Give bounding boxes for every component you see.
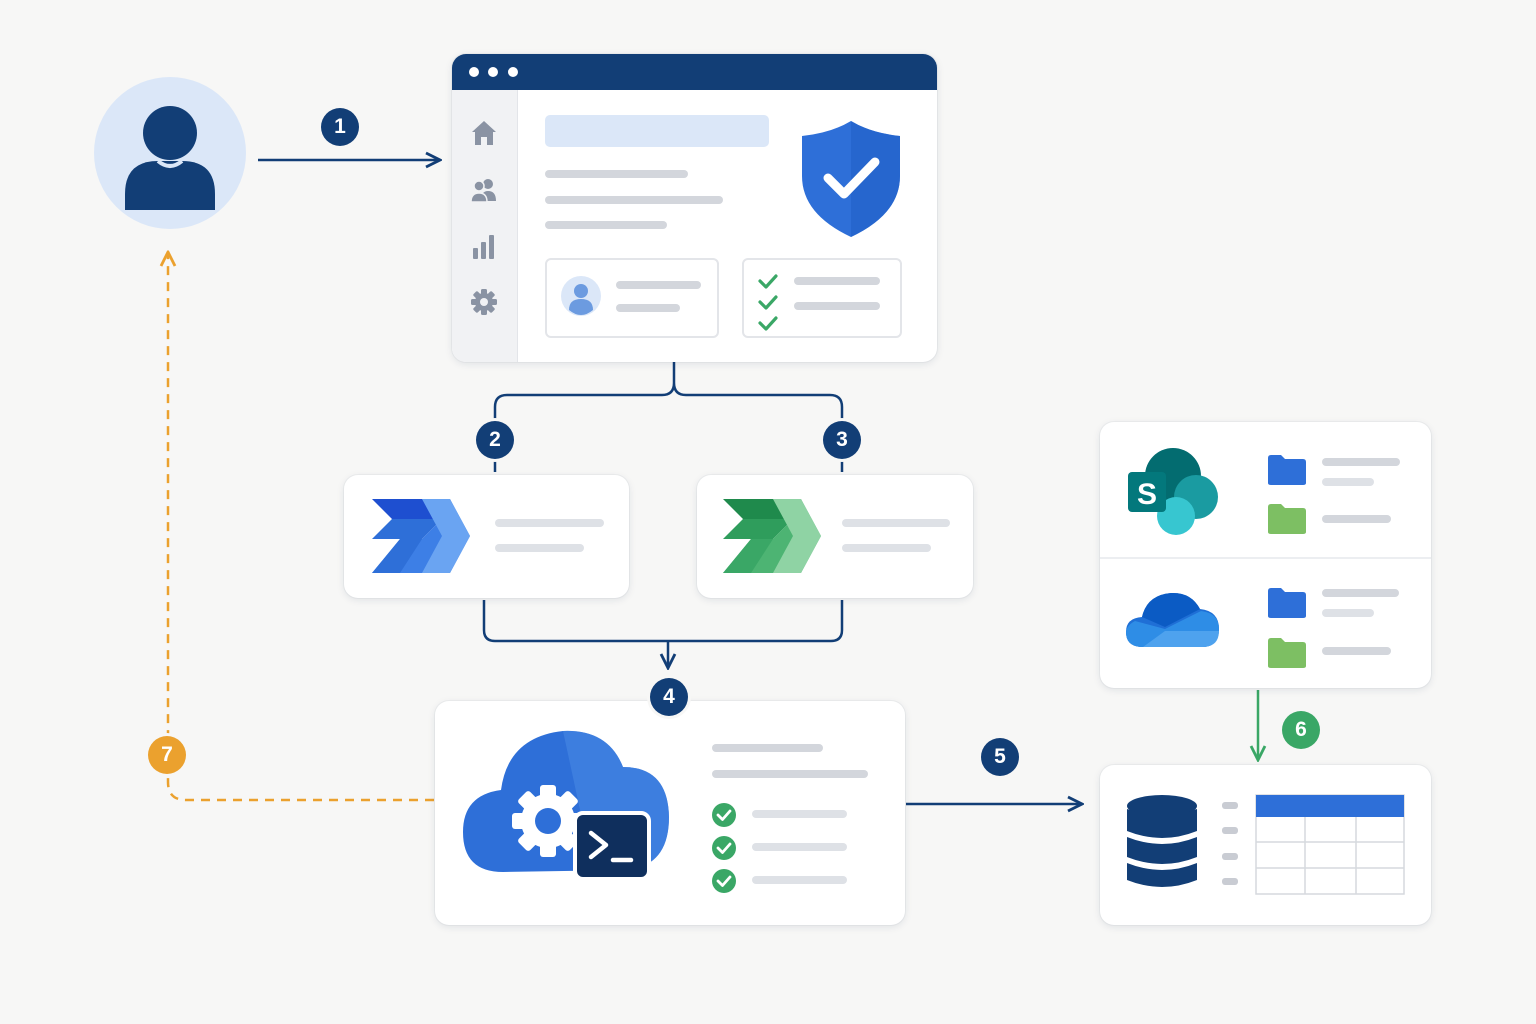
step-badge-2: 2 [476,421,514,459]
text-line [1322,609,1374,617]
step-badge-4: 4 [650,678,688,716]
text-line [752,810,847,818]
cloud-gear-terminal-icon [463,730,669,881]
folder-icon [1268,588,1306,618]
text-line [616,304,680,312]
flow-card-green [697,475,973,598]
row-marker [1222,853,1238,860]
window-dot [488,67,498,77]
shield-check-icon [802,121,900,237]
data-table-icon [1255,794,1405,895]
onedrive-row [1100,559,1431,688]
text-line [495,519,604,527]
text-line [616,281,701,289]
folder-icon [1268,455,1306,485]
window-dot [469,67,479,77]
home-icon[interactable] [469,118,499,148]
text-line [752,876,847,884]
step-badge-7: 7 [148,736,186,774]
text-line [794,302,880,310]
window-dot [508,67,518,77]
text-line [495,544,584,552]
check-icon [758,295,778,310]
check-icon [758,316,778,331]
step-badge-5: 5 [981,738,1019,776]
check-icon [758,274,778,289]
user-avatar-icon [125,106,215,210]
power-automate-green-icon [723,499,821,573]
text-line [794,277,880,285]
profile-card [545,258,719,338]
row-marker [1222,878,1238,885]
text-line [1322,515,1391,523]
folder-icon [1268,638,1306,668]
flow-card-blue [344,475,629,598]
onedrive-icon [1126,592,1219,647]
step-badge-1: 1 [321,108,359,146]
connector-app-split [493,362,844,472]
divider [1100,557,1431,559]
user-node [94,77,246,229]
checklist-card [742,258,902,338]
window-sidebar [452,90,518,362]
text-line [1322,478,1374,486]
database-icon [1127,795,1197,887]
text-line [712,744,823,752]
text-line [1322,589,1399,597]
bar-chart-icon[interactable] [469,232,499,262]
app-window [452,54,937,362]
row-marker [1222,802,1238,809]
text-line [545,170,688,178]
text-line [712,770,868,778]
header-placeholder [545,115,769,147]
connector-flows-merge [482,600,844,668]
connector-callback-to-user [168,252,434,802]
step-badge-6: 6 [1282,711,1320,749]
sharepoint-icon [1128,448,1218,535]
user-avatar-icon [561,276,601,316]
text-line [842,544,931,552]
users-icon[interactable] [469,175,499,205]
check-circle-icon [712,869,736,893]
text-line [1322,647,1391,655]
text-line [545,196,723,204]
text-line [545,221,667,229]
database-card [1100,765,1431,925]
power-automate-blue-icon [372,499,470,573]
check-circle-icon [712,836,736,860]
sharepoint-letter: S [1136,478,1157,511]
text-line [1322,458,1400,466]
text-line [842,519,950,527]
step-badge-3: 3 [823,421,861,459]
sharepoint-row: S [1100,422,1431,557]
gear-icon[interactable] [469,287,499,317]
window-titlebar [452,54,937,90]
storage-card: S [1100,422,1431,688]
row-marker [1222,827,1238,834]
automation-card [435,701,905,925]
text-line [752,843,847,851]
check-circle-icon [712,803,736,827]
folder-icon [1268,504,1306,534]
